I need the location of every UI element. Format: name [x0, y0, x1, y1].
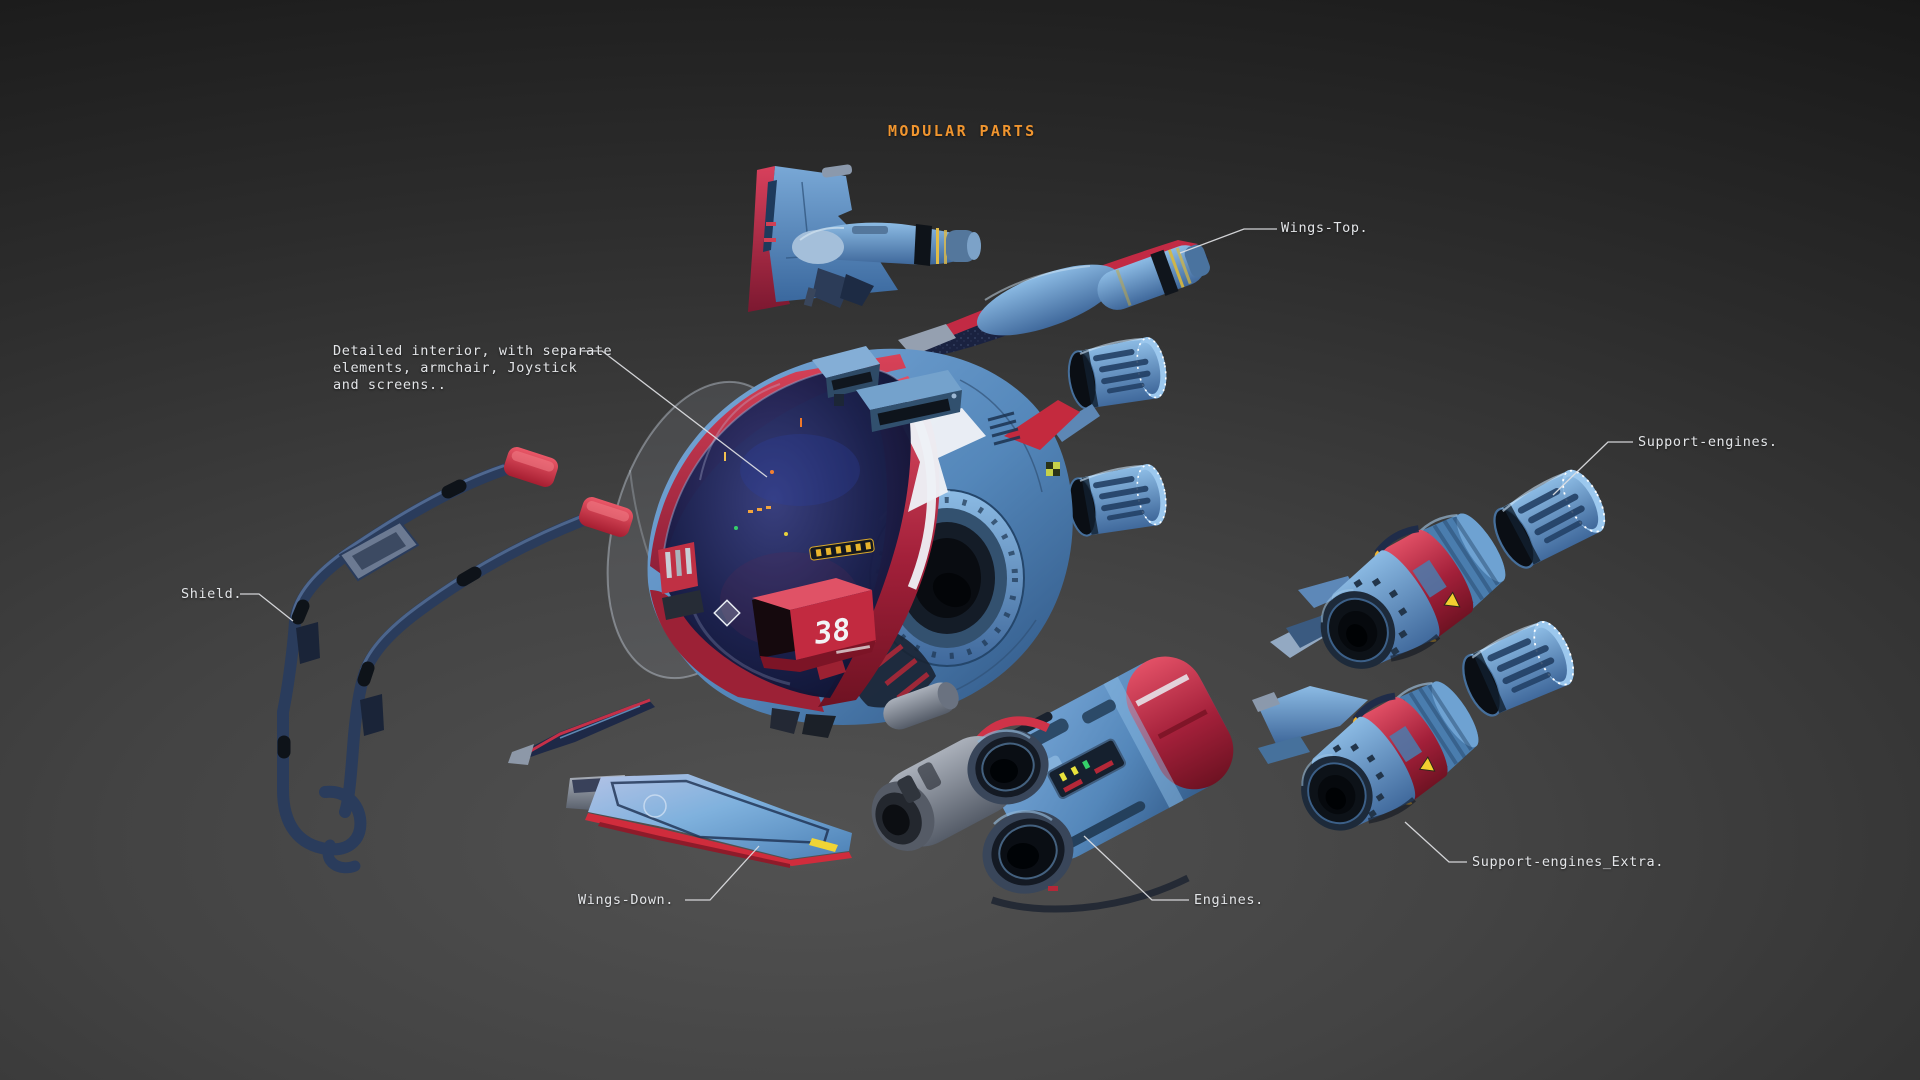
- blade-part: [508, 698, 655, 765]
- rear-red-wedge: [1004, 400, 1080, 450]
- support-engine-upper-part: [1270, 494, 1520, 692]
- cockpit-nose-greebles: [658, 542, 704, 620]
- support-engines-leader-line: [1552, 441, 1633, 496]
- number-plate: 38: [752, 578, 876, 680]
- shield-pad-right: [503, 447, 559, 487]
- wings-down-leader-line: [685, 845, 760, 901]
- cockpit-part: 38: [606, 346, 1100, 738]
- label-engines: Engines.: [1194, 892, 1264, 908]
- hazard-strip: [809, 538, 875, 561]
- label-support-engines: Support-engines.: [1638, 434, 1778, 450]
- interior-leader-line: [580, 350, 768, 478]
- wings-top-pod: [1097, 244, 1210, 310]
- cockpit-instrument-lights: [724, 418, 802, 536]
- engines-leader-line: [1083, 835, 1189, 901]
- label-support-engines-extra: Support-engines_Extra.: [1472, 854, 1665, 870]
- wings-top-part: [898, 240, 1210, 359]
- engines-access-panel: [1047, 738, 1127, 800]
- shield-leader-line: [240, 593, 294, 622]
- cockpit-exhaust-stub: [883, 682, 959, 730]
- label-shield: Shield.: [181, 586, 243, 602]
- wings-down-part: [566, 774, 852, 868]
- shield-part: [277, 447, 634, 874]
- mesh-cylinder-upper: [1483, 461, 1615, 577]
- label-wings-down: Wings-Down.: [578, 892, 675, 908]
- top-fin-part: [748, 164, 981, 312]
- label-detailed-interior: Detailed interior, with separate element…: [333, 343, 613, 393]
- intake-pod-lower: [1063, 460, 1172, 541]
- intake-pod-upper: [1063, 333, 1172, 414]
- sensor-box-right: [856, 370, 962, 432]
- leader-lines: [240, 228, 1633, 901]
- hull-sticker: [1046, 462, 1060, 476]
- shield-pad-left: [578, 497, 634, 537]
- support-engine-extra-part: [1252, 662, 1493, 852]
- label-wings-top: Wings-Top.: [1281, 220, 1369, 236]
- svg-text:38: 38: [811, 612, 853, 652]
- canopy-diamond-decal: [713, 599, 741, 627]
- mesh-cylinder-lower: [1453, 613, 1584, 724]
- engine-nozzle-lower: [982, 810, 1074, 894]
- wings-top-leader-line: [1179, 228, 1277, 254]
- support-engines-extra-leader-line: [1404, 821, 1467, 863]
- rear-grey-fin: [1052, 404, 1100, 442]
- sensor-box-left: [812, 346, 880, 406]
- engine-nozzle-upper: [967, 729, 1049, 805]
- top-fin-missile-pod: [792, 222, 981, 266]
- page-title: MODULAR PARTS: [888, 122, 1037, 140]
